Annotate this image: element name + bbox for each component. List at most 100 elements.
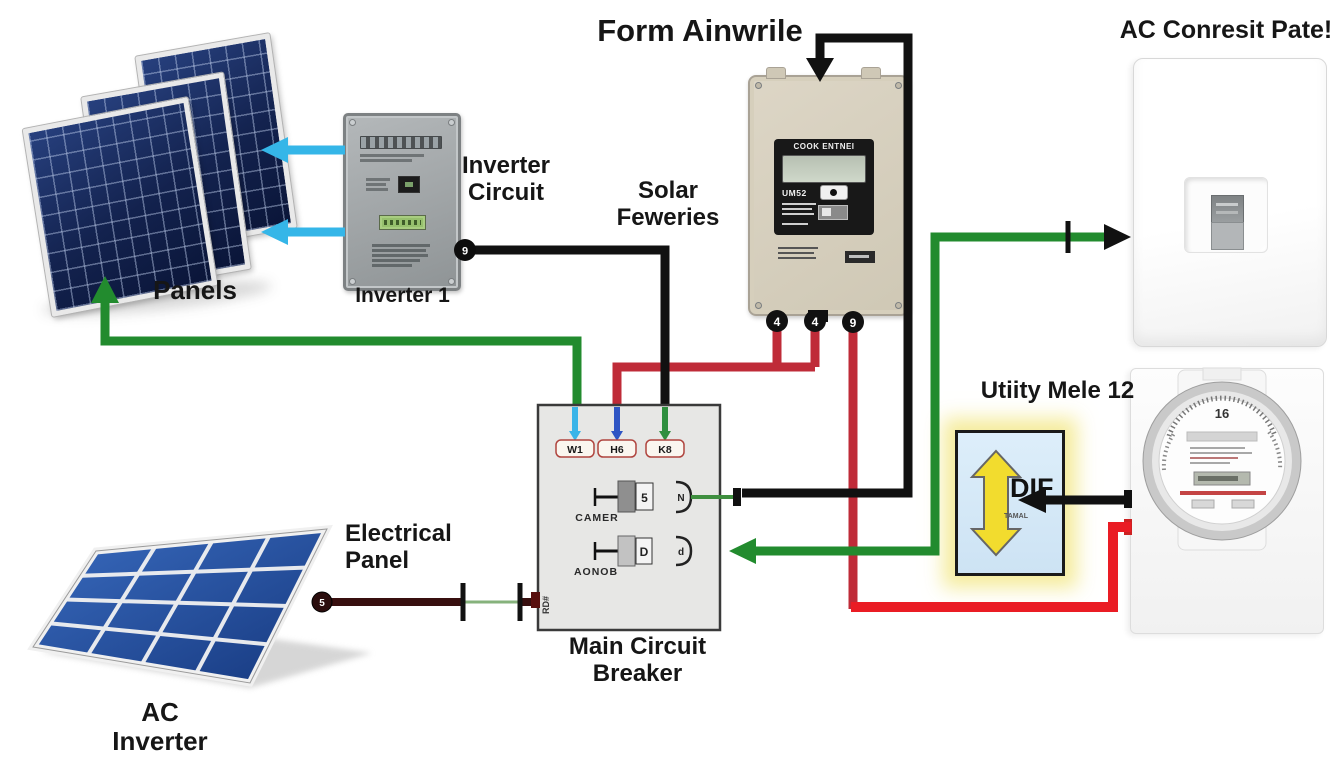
controller-model-text: UM52 — [782, 188, 807, 198]
fine-print — [778, 247, 818, 249]
inverter-circuit-label: Inverter Circuit — [455, 152, 557, 207]
solar-line1: Solar — [637, 177, 699, 204]
screw — [349, 278, 356, 285]
inverter-lcd — [379, 215, 426, 230]
controller-badge — [845, 251, 875, 263]
controller-to-breaker-wire — [612, 330, 820, 427]
breaker-side-label: RD# — [541, 596, 551, 614]
inverter-text-line — [366, 178, 390, 181]
solar-line2: Feweries — [616, 203, 720, 231]
panel-outline — [32, 528, 328, 684]
inverter-text-line — [360, 159, 412, 162]
solar-label: Solar Feweries — [598, 177, 738, 232]
dc-red-wires — [612, 330, 858, 609]
breaker-rating: 5 — [641, 491, 648, 505]
controller-switch — [818, 205, 848, 220]
terminal — [597, 439, 637, 458]
breaker-row-label: CAMER — [575, 512, 619, 524]
fine-print — [782, 203, 816, 205]
dif-sub-label: TAMAL — [1004, 513, 1028, 520]
panel-recess — [1184, 177, 1268, 253]
fine-print — [782, 208, 812, 210]
inverter-display — [398, 176, 420, 193]
breaker-handle — [635, 537, 653, 565]
recess-device-bottom — [1211, 222, 1244, 250]
breaker-body — [617, 535, 636, 567]
panels-label: Panels — [153, 275, 237, 305]
controller-button — [820, 185, 848, 200]
fine-print — [778, 252, 814, 254]
inverter-output-wire — [465, 245, 670, 430]
ac-inverter-label: AC Inverter — [112, 697, 208, 757]
inverter-circuit-line1: Inverter — [461, 152, 551, 179]
ac-solar-panel — [27, 524, 372, 688]
electrical-line2: Panel — [345, 546, 410, 574]
dif-label: DIF — [1010, 473, 1054, 503]
side-lug — [531, 592, 540, 608]
inverter-circuit-line2: Circuit — [467, 178, 544, 206]
inverter-text-line — [372, 259, 420, 262]
ac-disconnect-panel — [1133, 58, 1327, 347]
controller-header-text: COOK ENTNEI — [793, 142, 855, 151]
panels-to-breaker-wire — [100, 300, 582, 427]
port-number: 4 — [774, 315, 781, 329]
fine-print — [778, 257, 816, 259]
breaker-box — [536, 403, 722, 632]
electrical-feed-wire: 5 — [311, 583, 540, 621]
dif-box: DIF TAMAL — [955, 430, 1065, 576]
controller-bottom-connector — [808, 310, 828, 322]
wire-cap — [733, 488, 741, 506]
terminal — [645, 439, 685, 458]
breaker-row-label: AONOB — [574, 566, 618, 578]
screw — [895, 302, 902, 309]
right-arrow-icon — [1104, 224, 1131, 250]
left-arrow-icon — [729, 538, 756, 564]
fine-print — [782, 223, 808, 225]
port-number: 9 — [850, 316, 857, 330]
ac-panel-title: AC Conresit Pate! — [1119, 16, 1333, 44]
inverter-text-line — [372, 244, 430, 247]
inverter-name-label: Inverter 1 — [355, 284, 450, 307]
mount-tab — [861, 67, 881, 79]
inverter-text-line — [372, 249, 426, 252]
utility-meter-label: Utiity Mele 12 — [980, 377, 1135, 404]
down-arrow-icon — [569, 431, 581, 441]
diagram-title: Form Ainwrile — [597, 13, 803, 48]
main-breaker-line1: Main Circuit — [568, 633, 707, 660]
recess-device-top — [1211, 195, 1244, 224]
mount-tab — [766, 67, 786, 79]
connector-number: 9 — [462, 246, 468, 258]
inverter-text-line — [372, 254, 428, 257]
inverter-text-line — [372, 264, 412, 267]
screw — [895, 82, 902, 89]
controller-lcd — [782, 155, 866, 183]
main-breaker-label: Main Circuit Breaker — [545, 633, 730, 688]
main-breaker-line2: Breaker — [592, 659, 683, 687]
utility-meter-panel — [1130, 368, 1324, 634]
terminal-label: W1 — [567, 444, 583, 456]
down-arrow-icon — [611, 431, 623, 441]
panel-frame — [27, 524, 333, 687]
inverter-text-line — [366, 183, 386, 186]
inverter-label-strip — [360, 136, 442, 149]
screw — [349, 119, 356, 126]
fine-print — [782, 213, 814, 215]
inverter-text-line — [366, 188, 388, 191]
breaker-handle — [635, 482, 654, 511]
main-circuit-breaker: W1 H6 K8 5 N CAMER D d AONOB RD# — [531, 403, 741, 632]
outlet-symbol — [675, 480, 693, 514]
terminal-label: K8 — [658, 444, 672, 456]
outlet-label: N — [677, 493, 684, 504]
screw — [448, 119, 455, 126]
inverter-text-line — [360, 154, 424, 157]
inverter-device — [343, 113, 461, 291]
breaker-body — [617, 480, 636, 513]
screw — [755, 82, 762, 89]
down-arrow-icon — [659, 431, 671, 441]
panel-shadow — [40, 636, 372, 688]
screw — [755, 302, 762, 309]
controller-faceplate: COOK ENTNEI UM52 — [774, 139, 874, 235]
terminal-label: H6 — [610, 444, 624, 456]
charge-controller-device: COOK ENTNEI UM52 — [748, 67, 909, 322]
terminal — [555, 439, 595, 458]
